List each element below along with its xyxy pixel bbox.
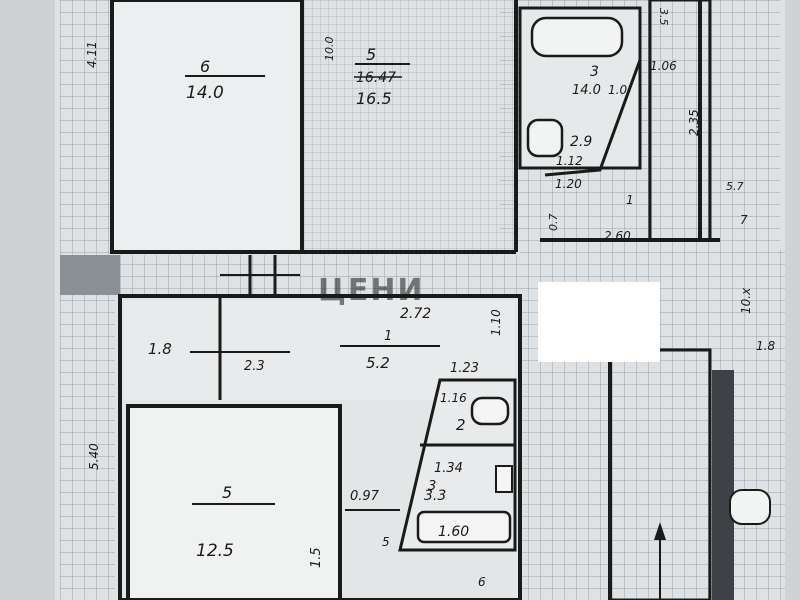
watermark: ЦЕНИ	[318, 273, 425, 308]
top-room-3-number: 3	[590, 64, 599, 80]
toilet-top	[526, 118, 564, 158]
top-hall-dim-5: 7	[740, 213, 748, 227]
bathtub-top	[530, 16, 624, 58]
top-room-3-value-0: 14.0	[572, 83, 601, 98]
toilet-right	[729, 489, 771, 525]
bottom-bath-number: 2	[456, 416, 466, 434]
bathtub-bottom	[416, 510, 512, 544]
left-margin	[0, 0, 55, 600]
bottom-wc-tub: 1.60	[438, 524, 469, 540]
room-6-top	[110, 0, 304, 254]
room-5-top	[306, 0, 516, 252]
closet-bottom	[124, 300, 220, 400]
bottom-wc-number: 3	[428, 479, 436, 494]
redaction-box	[538, 282, 660, 362]
bottom-right-dim-0: 10.x	[739, 287, 753, 314]
top-hall-dim-4: 5.7	[726, 180, 744, 193]
bottom-bath-dim-1: 1.16	[440, 391, 467, 405]
bottom-room-5-area: 12.5	[196, 541, 234, 561]
bottom-hall-area: 5.2	[366, 354, 390, 372]
bottom-closet-dim: 2.3	[244, 359, 265, 374]
top-left-edge-dim: 4.11	[85, 41, 99, 68]
bath-diagonal-wall	[544, 59, 642, 177]
top-room-5-area: 16.5	[356, 89, 392, 108]
top-hall-dim-2: 1	[626, 193, 634, 207]
top-room-2-dim: 1.12	[556, 154, 583, 168]
top-room-2-area: 2.9	[570, 134, 592, 150]
top-room-6-number: 6	[200, 57, 210, 76]
grid-bottom-strip	[60, 255, 520, 300]
divider-strip	[60, 255, 120, 295]
bottom-small-dim-0: 5	[382, 535, 390, 549]
top-room-3-value-1: 1.0	[608, 83, 627, 97]
toilet-bottom	[495, 465, 513, 493]
bottom-closet-area: 1.8	[148, 340, 172, 358]
bottom-bath-dim-0: 1.23	[450, 361, 479, 376]
bottom-wc-dim-1: 0.97	[350, 489, 380, 504]
bottom-small-dim-1: 6	[478, 575, 486, 589]
bottom-wc-area: 3.3	[424, 488, 446, 504]
top-room-5-area-struck: 16.47	[356, 70, 396, 86]
top-hall-dim-1: 2.60	[604, 229, 631, 243]
top-hall-dim-3: 0.7	[547, 214, 560, 232]
bottom-hall-number: 1	[384, 329, 392, 344]
bottom-left-edge-dim: 5.40	[87, 443, 101, 470]
bottom-right-dim-1: 1.8	[756, 339, 775, 353]
top-bath-dim-2: 3.5	[657, 8, 670, 26]
top-bath-dim-1: 2.35	[687, 109, 701, 136]
top-room-5-number: 5	[366, 45, 376, 64]
top-bath-dim-0: 1.06	[650, 59, 677, 73]
right-edge-wall	[712, 370, 734, 600]
bottom-hall-dim: 2.72	[400, 306, 431, 322]
top-wall-note: 10.0	[323, 37, 336, 62]
top-room-6-area: 14.0	[186, 83, 224, 103]
bottom-hall-side-dim: 1.10	[489, 309, 503, 336]
stair-arrowhead	[654, 522, 666, 540]
sink-bottom	[470, 396, 510, 426]
bottom-room-5-dim: 1.5	[309, 547, 324, 568]
bottom-room-5-number: 5	[222, 483, 232, 502]
top-hall-dim-0: 1.20	[555, 177, 582, 191]
bottom-wc-dim-0: 1.34	[434, 461, 463, 476]
